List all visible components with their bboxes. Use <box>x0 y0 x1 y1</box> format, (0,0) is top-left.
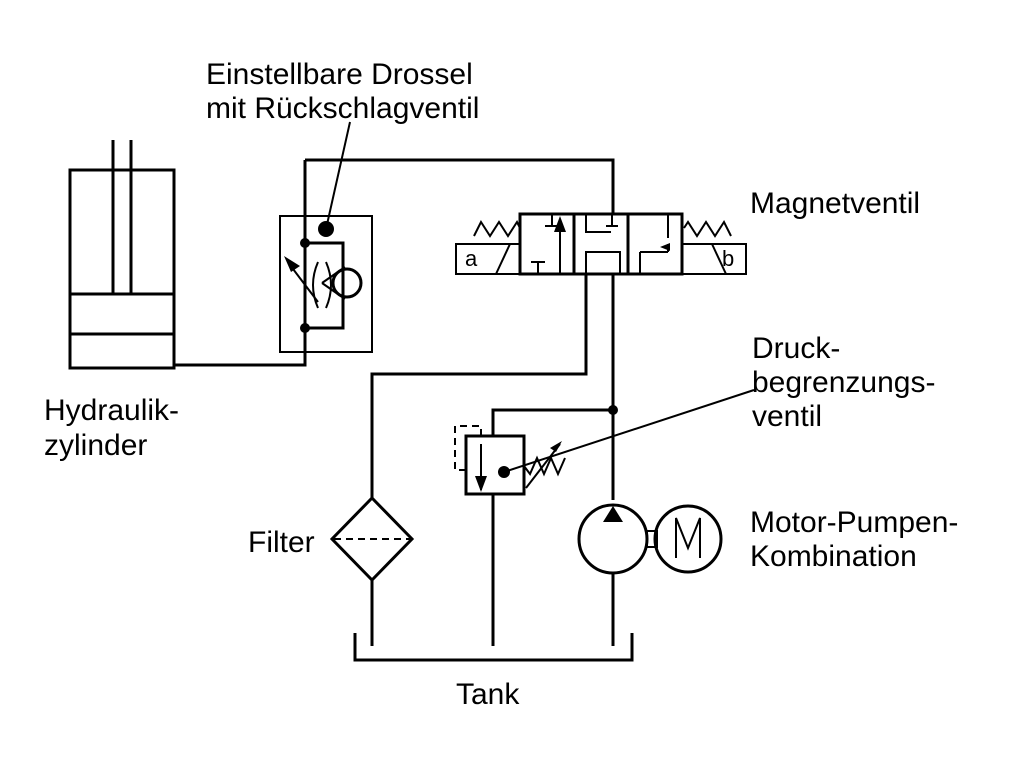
motor-pump <box>577 503 723 575</box>
label-solenoid-valve: Magnetventil <box>750 187 920 220</box>
junction-dot <box>608 405 618 415</box>
label-relief-line3: ventil <box>752 400 822 433</box>
label-motor-pump-line1: Motor-Pumpen- <box>750 506 958 539</box>
label-throttle-line2: mit Rückschlagventil <box>206 92 479 125</box>
label-relief-line2: begrenzungs- <box>752 366 935 399</box>
line-throttle-to-valve <box>305 158 615 214</box>
filter-symbol <box>329 495 415 583</box>
hydraulic-cylinder <box>68 140 176 370</box>
pressure-relief-valve <box>454 425 566 496</box>
label-filter: Filter <box>248 526 315 559</box>
relief-leader-line <box>503 389 755 473</box>
solenoid-valve: a b <box>455 212 747 276</box>
label-cylinder-line1: Hydraulik- <box>44 394 179 427</box>
label-relief-line1: Druck- <box>752 332 840 365</box>
label-throttle-line1: Einstellbare Drossel <box>206 58 473 91</box>
line-cylinder-to-throttle <box>174 328 307 367</box>
relief-leader-dot <box>498 466 510 478</box>
label-cylinder-line2: zylinder <box>44 429 147 462</box>
throttle-check-valve <box>279 160 373 353</box>
tank-symbol <box>353 633 634 662</box>
line-branch-to-relief <box>491 408 613 436</box>
label-tank: Tank <box>456 678 520 711</box>
port-label-a: a <box>465 246 478 271</box>
throttle-leader-line <box>325 121 351 230</box>
label-motor-pump-line2: Kombination <box>750 540 917 573</box>
line-valve-to-filter <box>370 274 588 498</box>
port-label-b: b <box>722 246 734 271</box>
